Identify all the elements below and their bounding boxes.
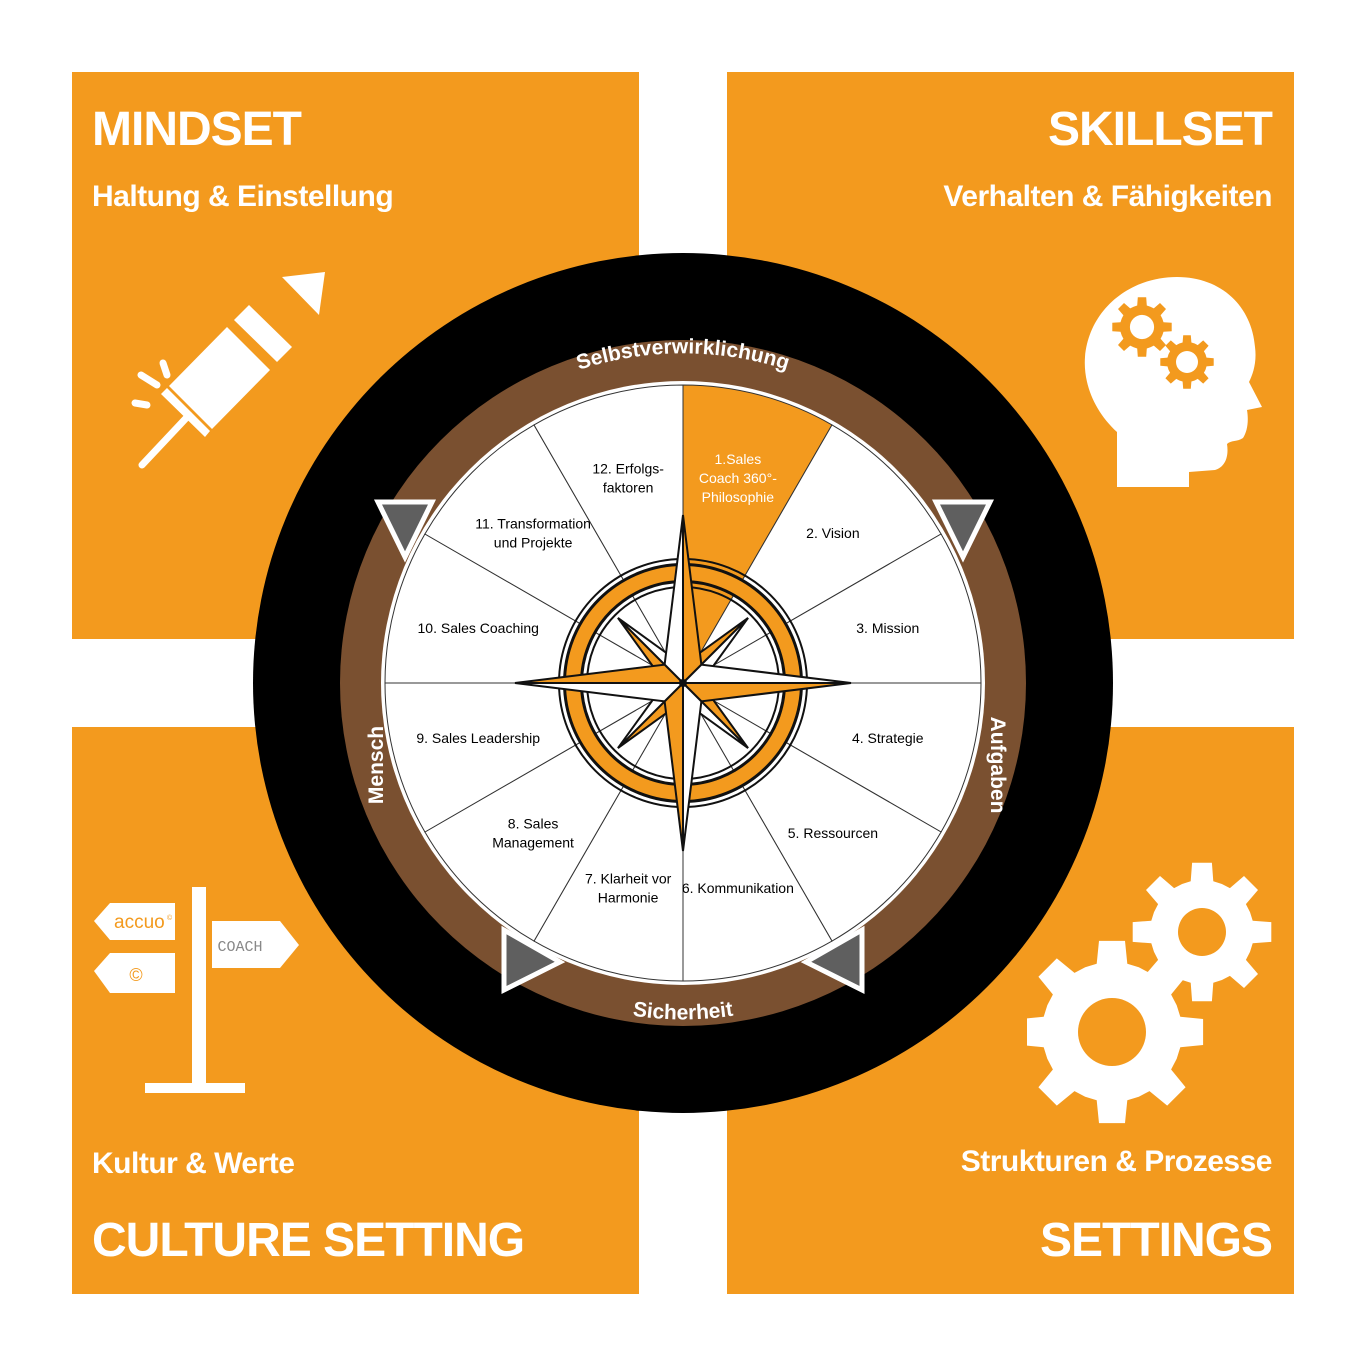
marker-top-left	[373, 499, 437, 563]
culture-title: CULTURE SETTING	[92, 1214, 525, 1267]
firework-rocket-icon	[131, 272, 325, 469]
settings-subtitle: Strukturen & Prozesse	[960, 1145, 1273, 1178]
segment-label-12: 12. Erfolgs-faktoren	[592, 461, 664, 496]
segment-7	[533, 681, 684, 982]
ring-label-left: Mensch	[365, 726, 388, 804]
marker-bottom-right	[800, 925, 865, 995]
segment-4	[681, 682, 982, 833]
segment-10	[384, 533, 685, 684]
segment-1	[682, 384, 833, 685]
mindset-subtitle: Haltung & Einstellung	[92, 180, 394, 213]
settings-title: SETTINGS	[1039, 1214, 1273, 1267]
marker-bottom-left	[501, 925, 566, 995]
skillset-title: SKILLSET	[1047, 103, 1273, 156]
ring-label-bottom: Sicherheit	[632, 998, 735, 1025]
segment-label-3: 3. Mission	[856, 620, 919, 636]
ring-label-right: Aufgaben	[986, 717, 1009, 814]
signpost-accuo-sup: ©	[167, 914, 173, 922]
compass-rose-icon	[514, 514, 852, 852]
culture-subtitle: Kultur & Werte	[92, 1147, 295, 1180]
signpost-coach-label: COACH	[217, 939, 262, 956]
gears-icon	[1027, 862, 1272, 1124]
marker-top-right	[931, 499, 995, 563]
segment-12	[533, 384, 684, 685]
segment-label-6: 6. Kommunikation	[682, 880, 794, 896]
signpost-copyright-label: ©	[129, 965, 142, 985]
signpost-accuo-label: accuo	[114, 912, 165, 933]
segment-6	[682, 681, 833, 982]
mindset-title: MINDSET	[92, 103, 302, 156]
segment-label-4: 4. Strategie	[852, 730, 924, 746]
segment-label-5: 5. Ressourcen	[788, 825, 878, 841]
segment-label-2: 2. Vision	[806, 525, 859, 541]
signpost-icon: accuo © © COACH	[94, 887, 299, 1093]
segment-label-10: 10. Sales Coaching	[418, 620, 539, 636]
head-gears-icon	[1084, 277, 1262, 487]
segment-label-9: 9. Sales Leadership	[416, 730, 540, 746]
segment-3	[681, 533, 982, 684]
direction-markers	[373, 499, 995, 995]
skillset-subtitle: Verhalten & Fähigkeiten	[943, 180, 1272, 213]
segment-9	[384, 682, 685, 833]
